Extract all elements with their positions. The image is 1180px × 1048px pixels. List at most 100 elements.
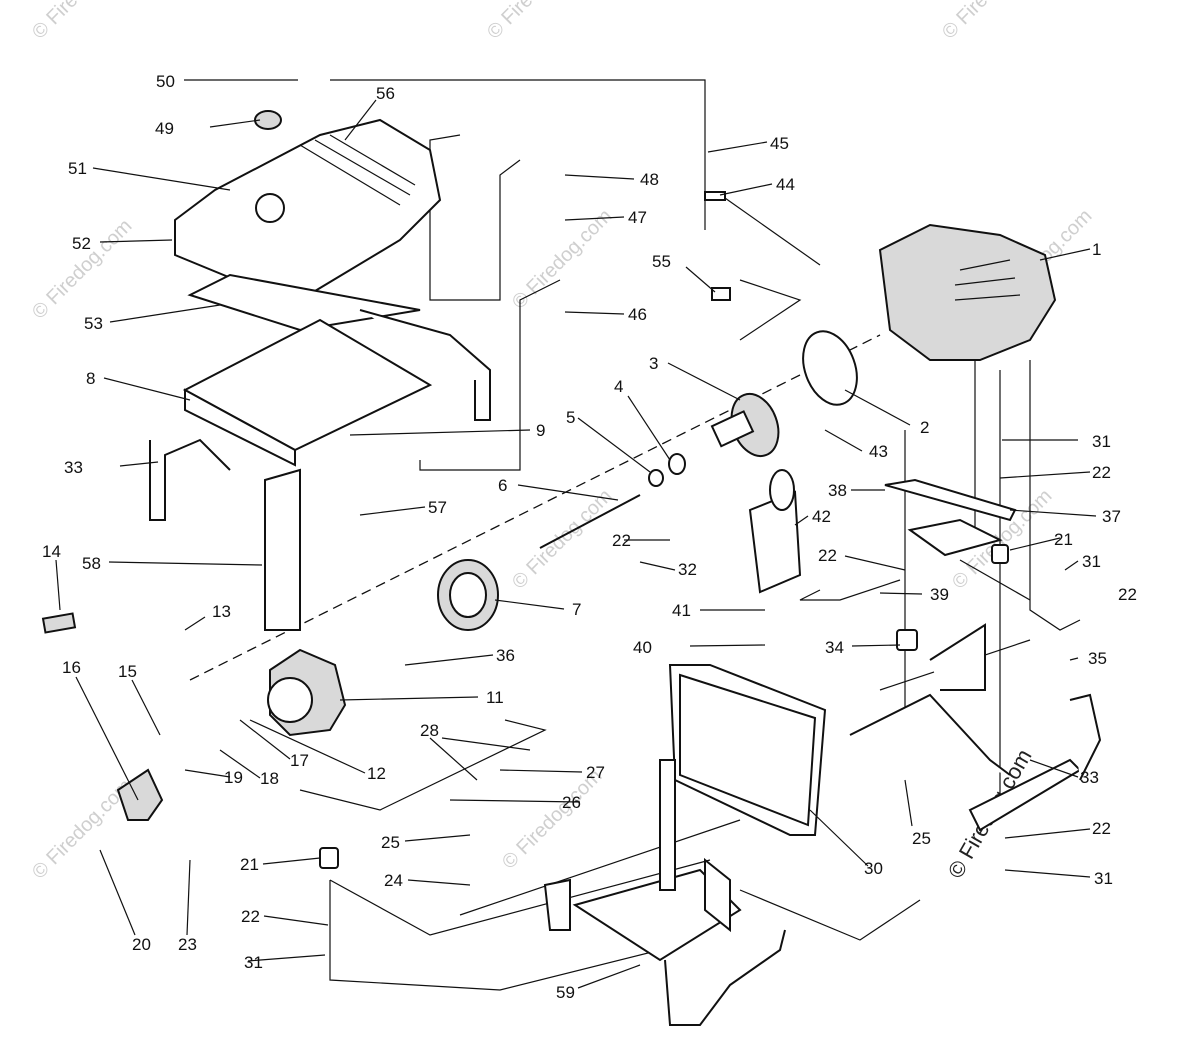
callout-18: 18: [260, 769, 279, 788]
base-frame-front: [572, 868, 742, 962]
callout-20: 20: [132, 935, 151, 954]
end-cover: [116, 768, 164, 821]
callout-45: 45: [770, 134, 789, 153]
engine: [878, 223, 1057, 361]
callout-56: 56: [376, 84, 395, 103]
callout-28: 28: [420, 721, 439, 740]
callout-25: 25: [912, 829, 931, 848]
callout-15: 15: [118, 662, 137, 681]
callout-32: 32: [678, 560, 697, 579]
tank-pad: [187, 273, 421, 332]
callout-3: 3: [649, 354, 658, 373]
callout-1: 1: [1092, 240, 1101, 259]
support-bracket: [264, 468, 301, 631]
through-bolt: [539, 494, 641, 549]
parts: [41, 110, 1102, 1026]
engine-adapter: [802, 330, 858, 406]
callout-33: 33: [64, 458, 83, 477]
callout-26: 26: [562, 793, 581, 812]
callout-55: 55: [652, 252, 671, 271]
callout-43: 43: [869, 442, 888, 461]
callout-13: 13: [212, 602, 231, 621]
callout-labels: 1 2 3 4 5 6 7 8 9 11 12 13 14 15 16 17 1…: [42, 72, 1137, 1002]
watermark-text: © Firedog.com: [483, 0, 592, 44]
callout-46: 46: [628, 305, 647, 324]
callout-51: 51: [68, 159, 87, 178]
callout-31: 31: [1094, 869, 1113, 888]
brush-holder: [41, 612, 77, 634]
watermark-text: © Firedog.com: [938, 0, 1047, 44]
callout-5: 5: [566, 408, 575, 427]
callout-21: 21: [1054, 530, 1073, 549]
callout-24: 24: [384, 871, 403, 890]
callout-58: 58: [82, 554, 101, 573]
rail-41-bracket: [907, 518, 1003, 557]
callout-17: 17: [290, 751, 309, 770]
callout-39: 39: [930, 585, 949, 604]
callout-22: 22: [612, 531, 631, 550]
callout-35: 35: [1088, 649, 1107, 668]
callout-47: 47: [628, 208, 647, 227]
base-frame-right: [849, 693, 1082, 832]
vibration-mount: [896, 629, 918, 651]
leader-lines: [55, 79, 1097, 989]
callout-21: 21: [240, 855, 259, 874]
callout-19: 19: [224, 768, 243, 787]
callout-57: 57: [428, 498, 447, 517]
callout-31: 31: [1082, 552, 1101, 571]
vibration-mount: [991, 544, 1009, 564]
callout-22: 22: [1092, 463, 1111, 482]
callout-37: 37: [1102, 507, 1121, 526]
callout-11: 11: [486, 688, 504, 707]
callout-23: 23: [178, 935, 197, 954]
callout-33: 33: [1080, 768, 1099, 787]
watermark-text: © Firedog.com: [28, 215, 137, 324]
callout-49: 49: [155, 119, 174, 138]
callout-30: 30: [864, 859, 883, 878]
callout-16: 16: [62, 658, 81, 677]
callout-42: 42: [812, 507, 831, 526]
washer: [648, 469, 664, 487]
bolt: [711, 287, 731, 301]
callout-31: 31: [244, 953, 263, 972]
callout-41: 41: [672, 601, 691, 620]
callout-12: 12: [367, 764, 386, 783]
bearing: [668, 453, 686, 475]
callout-22: 22: [818, 546, 837, 565]
callout-59: 59: [556, 983, 575, 1002]
watermark-text: © Firedog.com: [28, 0, 137, 44]
callout-2: 2: [920, 418, 929, 437]
callout-34: 34: [825, 638, 844, 657]
tee-fitting: [704, 191, 726, 201]
watermark-text: © Firedog.com: [508, 485, 617, 594]
callout-44: 44: [776, 175, 795, 194]
callout-48: 48: [640, 170, 659, 189]
callout-22: 22: [1118, 585, 1137, 604]
callout-27: 27: [586, 763, 605, 782]
callout-40: 40: [633, 638, 652, 657]
callout-22: 22: [241, 907, 260, 926]
frame-handle-left: [149, 438, 231, 521]
callout-25: 25: [381, 833, 400, 852]
callout-53: 53: [84, 314, 103, 333]
callout-38: 38: [828, 481, 847, 500]
callout-31: 31: [1092, 432, 1111, 451]
frame-handle-right: [359, 309, 491, 421]
callout-36: 36: [496, 646, 515, 665]
callout-4: 4: [614, 377, 623, 396]
fuel-tank: [174, 118, 442, 302]
fuel-strainer: [255, 193, 285, 223]
callout-9: 9: [536, 421, 545, 440]
callout-6: 6: [498, 476, 507, 495]
callout-7: 7: [572, 600, 581, 619]
callout-52: 52: [72, 234, 91, 253]
callout-14: 14: [42, 542, 61, 561]
callout-8: 8: [86, 369, 95, 388]
callout-50: 50: [156, 72, 175, 91]
callout-22: 22: [1092, 819, 1111, 838]
fuel-cap: [254, 110, 282, 130]
vibration-mount: [319, 847, 339, 869]
control-box: [182, 318, 433, 452]
